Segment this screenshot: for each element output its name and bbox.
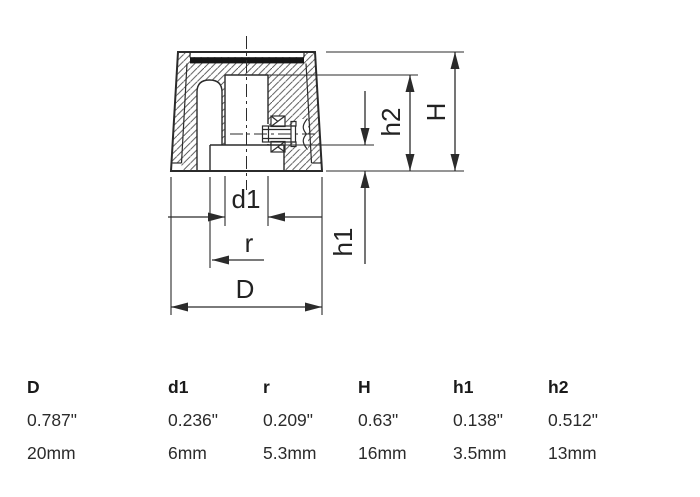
col-header: h1 [453,377,474,397]
dim-label-h2: h2 [376,108,406,137]
shaft-bore [224,74,268,145]
dimension-lines [168,52,460,312]
set-screw [261,115,308,153]
bottom-recess [209,145,285,171]
dim-label-h1: h1 [328,228,358,257]
value-mm: 3.5mm [453,443,507,463]
dimension-labels: d1 r D H h2 h1 [232,103,451,304]
table-col-h1: h1 0.138" 3.5mm [453,371,506,470]
table-col-r: r 0.209" 5.3mm [263,371,316,470]
extension-lines [170,51,464,315]
dim-label-d1: d1 [232,184,261,214]
dim-label-D: D [236,274,255,304]
dim-label-r: r [245,228,254,258]
value-inches: 0.512" [548,410,599,430]
value-mm: 20mm [27,443,76,463]
col-header: D [27,377,40,397]
table-col-d1: d1 0.236" 6mm [168,371,218,470]
value-inches: 0.236" [168,410,219,430]
value-inches: 0.787" [27,410,78,430]
annular-slot [196,79,223,171]
dim-h1 [360,91,370,264]
table-col-h2: h2 0.512" 13mm [548,371,598,470]
value-inches: 0.63" [358,410,399,430]
table-col-H: H 0.63" 16mm [358,371,407,470]
dim-label-H: H [421,103,451,122]
value-mm: 5.3mm [263,443,317,463]
dim-D [171,302,322,312]
knob-outline [169,51,324,172]
value-inches: 0.209" [263,410,314,430]
centerlines [230,36,318,190]
col-header: d1 [168,377,189,397]
col-header: H [358,377,371,397]
value-mm: 13mm [548,443,597,463]
dim-d1 [168,212,322,222]
value-mm: 16mm [358,443,407,463]
value-mm: 6mm [168,443,207,463]
table-col-D: D 0.787" 20mm [27,371,77,470]
value-inches: 0.138" [453,410,504,430]
dim-H [450,52,460,171]
col-header: h2 [548,377,569,397]
dim-r [212,255,264,265]
technical-drawing: d1 r D H h2 h1 [168,36,464,315]
col-header: r [263,377,270,397]
dim-h2 [405,75,415,171]
